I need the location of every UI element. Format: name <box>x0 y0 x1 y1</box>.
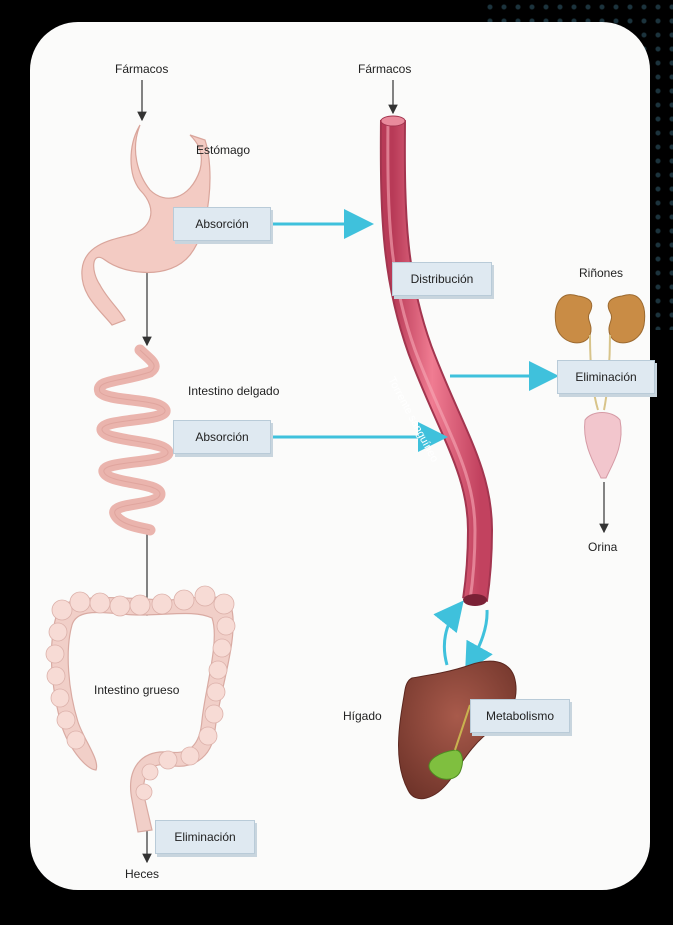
label-drugs-left: Fármacos <box>115 62 168 76</box>
arrow-liver-to-blood <box>444 605 460 665</box>
large-intestine-illustration <box>46 586 235 832</box>
arrow-blood-to-liver <box>468 610 487 668</box>
box-elimination-feces: Eliminación <box>155 820 255 854</box>
label-kidneys: Riñones <box>579 266 623 280</box>
bladder-illustration <box>585 413 622 479</box>
bloodstream-vessel <box>381 116 487 606</box>
box-distribution: Distribución <box>392 262 492 296</box>
box-elimination-kidney: Eliminación <box>557 360 655 394</box>
label-drugs-center: Fármacos <box>358 62 411 76</box>
label-large-intestine: Intestino grueso <box>94 683 179 697</box>
box-metabolism: Metabolismo <box>470 699 570 733</box>
box-absorption-stomach: Absorción <box>173 207 271 241</box>
box-absorption-intestine: Absorción <box>173 420 271 454</box>
label-urine: Orina <box>588 540 617 554</box>
label-liver: Hígado <box>343 709 382 723</box>
label-stomach: Estómago <box>196 143 250 157</box>
label-feces: Heces <box>125 867 159 881</box>
label-small-intestine: Intestino delgado <box>188 384 279 398</box>
